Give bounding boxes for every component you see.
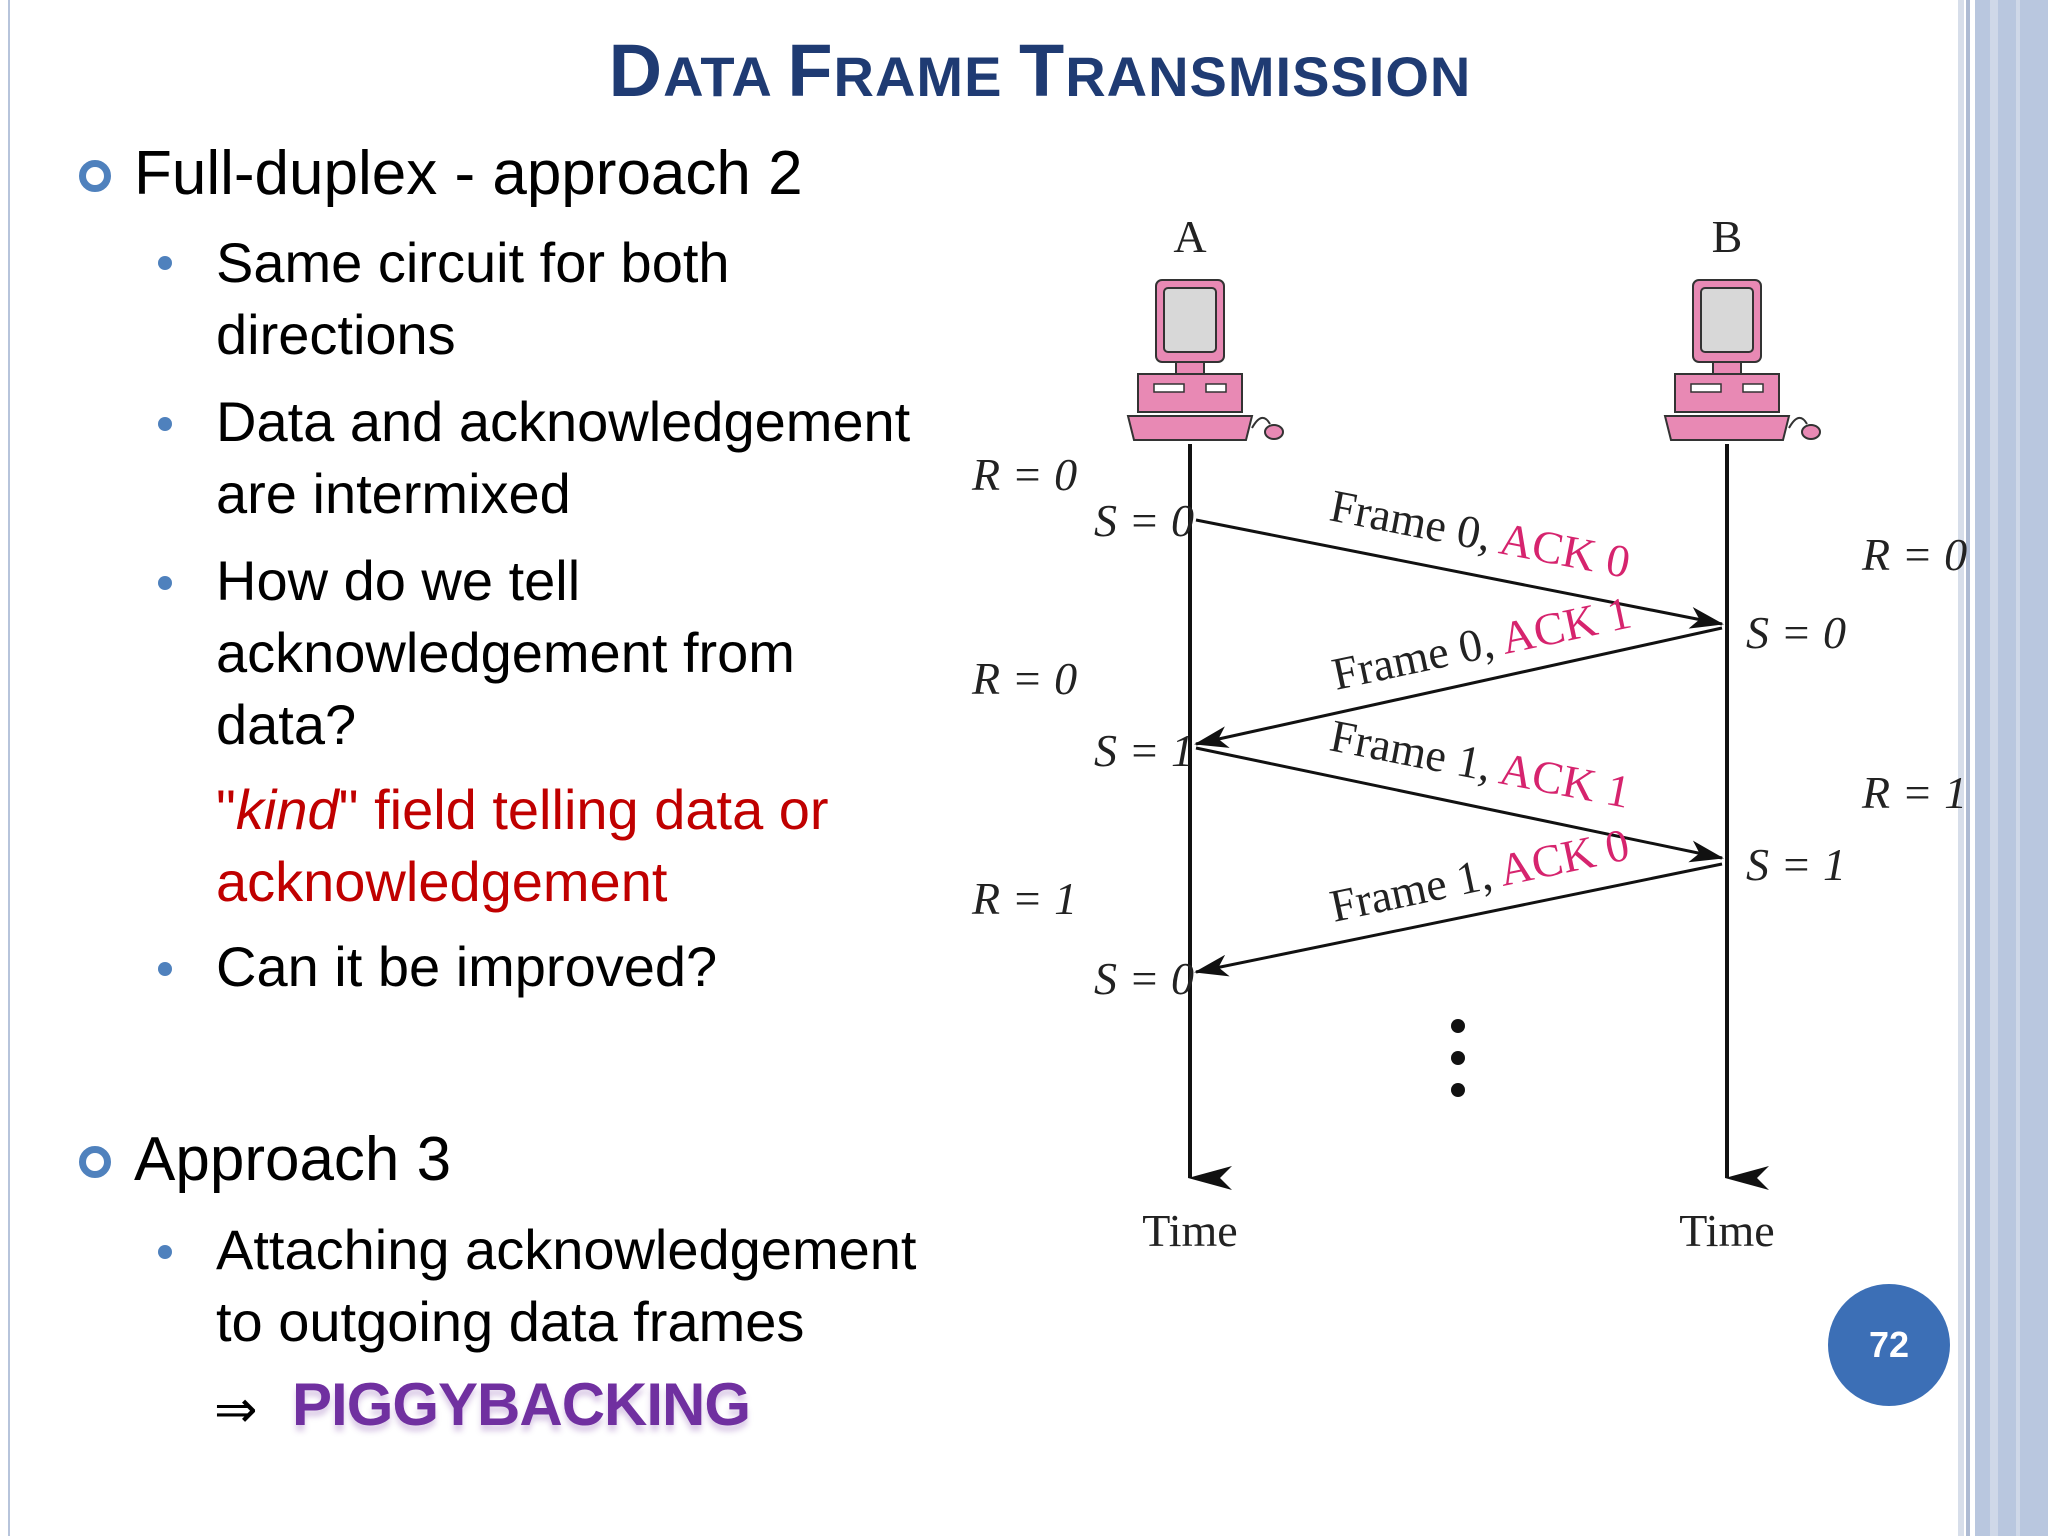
left-border [0,0,20,1536]
bullet-dot-icon [158,962,172,976]
bullet-ring-icon [79,160,111,192]
kind-field-note: "kind" field telling data or acknowledge… [216,778,829,913]
time-label-a: Time [1142,1205,1237,1256]
time-label-b: Time [1679,1205,1774,1256]
bullet-dot-icon [158,1245,172,1259]
continuation-dot [1451,1083,1465,1097]
sub-bullet-improved: Can it be improved? [216,935,718,998]
bullet-dot-icon [158,417,172,431]
bullet-dot-icon [158,576,172,590]
station-a-label: A [1173,211,1206,262]
piggybacking-label: PIGGYBACKING [292,1371,751,1438]
right-border-stripe [2016,0,2020,1536]
state-b-s-2: S = 1 [1746,839,1846,890]
state-a-r-1: R = 0 [971,449,1077,500]
continuation-dot [1451,1019,1465,1033]
right-border-stripe [1966,0,1970,1536]
frame-arrow-2 [1194,626,1723,748]
state-b-r-2: R = 1 [1861,767,1967,818]
page-number-badge: 72 [1828,1284,1950,1406]
state-a-r-2: R = 0 [971,653,1077,704]
right-border-stripe [1958,0,1964,1536]
state-b-s-1: S = 0 [1746,607,1846,658]
state-a-r-3: R = 1 [971,873,1077,924]
frame-arrow-3 [1195,746,1724,863]
state-b-r-1: R = 0 [1861,529,1967,580]
computer-a-icon [1126,279,1284,441]
continuation-dot [1451,1051,1465,1065]
bullet-approach-3: Approach 3 [134,1125,452,1194]
state-a-s-2: S = 1 [1094,725,1194,776]
state-a-s-3: S = 0 [1094,953,1194,1004]
frame-arrow-4 [1194,862,1723,977]
computer-b-icon [1663,279,1821,441]
frame-label-2: Frame 0, ACK 1 [1327,587,1635,700]
bullet-ring-icon [79,1146,111,1178]
right-border-stripe [1990,0,1998,1536]
bullet-full-duplex: Full-duplex - approach 2 [134,139,803,208]
implies-arrow-icon: ⇒ [214,1380,258,1440]
frame-arrow-1 [1195,518,1724,629]
slide-title: DATA FRAME TRANSMISSION [608,29,1472,112]
right-border-band [1975,0,2048,1536]
state-a-s-1: S = 0 [1094,495,1194,546]
bullet-dot-icon [158,256,172,270]
frame-label-1: Frame 0, ACK 0 [1326,480,1634,588]
station-b-label: B [1712,211,1743,262]
frame-label-3: Frame 1, ACK 1 [1326,710,1634,818]
